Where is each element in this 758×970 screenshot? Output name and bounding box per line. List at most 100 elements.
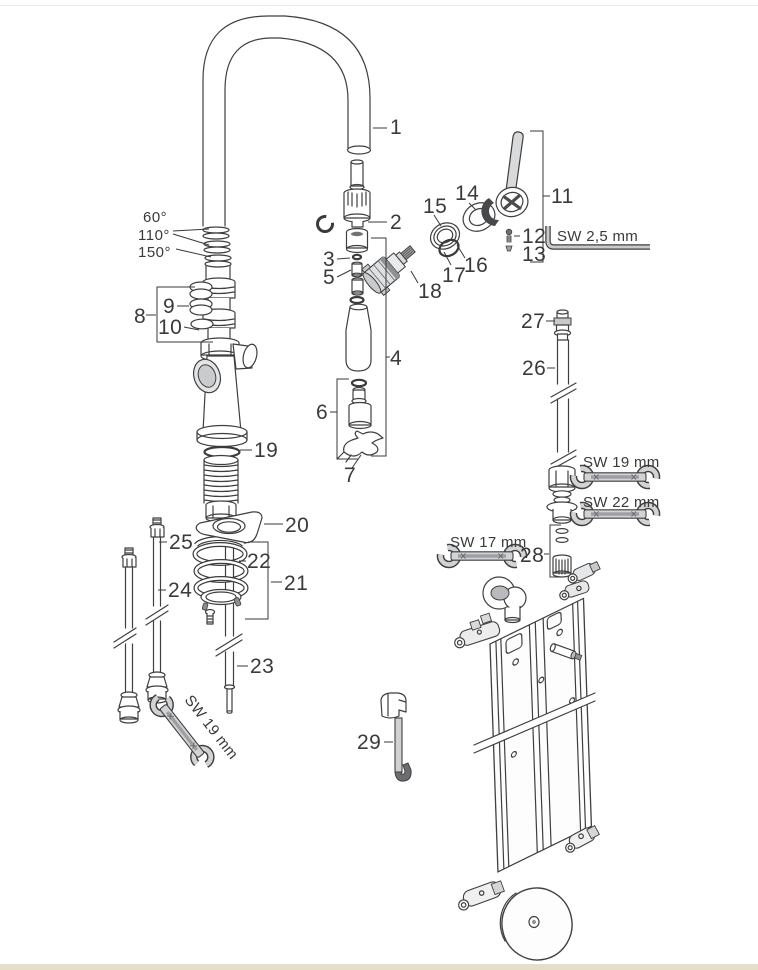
callout-15-label: 15 [423,195,447,218]
callout-3-label: 3 [323,248,335,271]
mounting-plate-group [454,576,600,961]
triangle-flange-20 [195,511,263,544]
counterweight-disc [499,887,573,961]
callout-28-label: 28 [520,544,544,567]
callout-27-label: 27 [521,310,545,333]
seal-kit-group [189,281,214,330]
base-flange [196,424,248,448]
callout-8-label: 8 [134,305,146,328]
callout-26-label: 26 [522,357,546,380]
callout-18-label: 18 [418,280,442,303]
handle-group [481,131,529,252]
mounting-tool-29 [380,692,412,782]
callout-2-label: 2 [390,211,402,234]
callout-22-label: 22 [247,550,271,573]
aerator-housing [345,227,369,254]
callout-25-label: 25 [169,531,193,554]
wrench-sw19-right-icon [573,468,656,485]
callout-labels: 1 2 3 4 5 6 7 8 9 10 11 12 13 14 15 16 1… [134,116,574,754]
angle-labels: 60° 110° 150° [138,209,171,261]
grooved-ring-17 [429,222,461,250]
clamp-screw [204,608,216,625]
washer-28b [555,536,569,543]
spout-outlet-cap [346,145,372,155]
washer [552,490,572,498]
supply-hoses-group [113,517,169,724]
handle-hub-spokes [502,193,522,211]
grub-screw-12 [505,228,513,236]
callout-29-label: 29 [357,731,381,754]
allen-key-icon [545,226,650,250]
threaded-shank [203,454,239,523]
clamp-bottom-right [565,824,600,853]
aerator-nut [343,188,371,228]
callout-9-label: 9 [163,295,175,318]
callout-11-label: 11 [551,185,574,208]
pull-rod-23 [215,544,243,714]
swivel-stop-rings [202,226,232,268]
cartridge-18 [361,245,416,296]
handle-lever [505,131,524,196]
angle-60-label: 60° [143,209,167,226]
plug-13 [505,245,513,252]
clamp-small-b [559,580,590,601]
retaining-clip [316,215,334,233]
callout-20-label: 20 [285,514,309,537]
knurled-nut-28 [552,554,572,578]
mounting-peg [549,643,583,661]
wrench-22-label: SW 22 mm [583,494,660,511]
hose-connector-27 [553,309,572,341]
callout-6-label: 6 [316,401,328,424]
seal-ring-15 [438,238,460,258]
clamp-assembly-left [454,612,501,649]
callout-4-label: 4 [390,347,402,370]
page-bottom-edge [0,964,758,970]
insert-5 [351,261,363,278]
securing-clip-7 [343,430,384,457]
callout-7-label: 7 [344,464,356,487]
hose-nut [548,465,576,493]
callout-16-label: 16 [464,254,488,277]
callout-19-label: 19 [254,439,278,462]
spring-22 [192,536,249,600]
supply-hose-25 [145,517,169,704]
angle-110-label: 110° [138,227,170,244]
clamp-small-a [567,561,601,584]
leader-lines [146,127,564,743]
tool-labels: SW 2,5 mm SW 19 mm SW 22 mm SW 17 mm SW … [181,228,660,763]
washer-28a [555,527,569,534]
o-ring-10 [190,318,214,330]
spray-hose-end [350,162,364,187]
undersink-group [192,511,263,714]
wrench-19-right-label: SW 19 mm [583,454,660,471]
angle-150-label: 150° [138,244,171,261]
cup-6 [348,401,372,430]
callout-13-label: 13 [522,243,546,266]
faucet-body [192,343,258,433]
allen-key-size-label: SW 2,5 mm [557,228,638,245]
faucet-body-assembly [192,15,372,523]
callout-23-label: 23 [250,655,274,678]
funnel-guide [482,576,527,624]
clamp-bottom-left [458,880,505,911]
spray-head-shell [345,306,372,372]
o-ring-upper [349,295,365,305]
callout-24-label: 24 [168,579,192,602]
callout-21-label: 21 [284,572,308,595]
o-ring-6 [350,378,368,388]
wrench-17-label: SW 17 mm [450,534,527,551]
gasket-ring [200,588,242,611]
outlet-hose-group [546,309,601,601]
callout-10-label: 10 [158,316,182,339]
mounting-plate [489,597,593,873]
callout-12-label: 12 [522,225,546,248]
callout-14-label: 14 [455,182,479,205]
plate-break-gap [474,693,595,753]
callout-1-label: 1 [390,116,402,139]
o-ring-3 [351,253,363,261]
supply-hose-24 [113,547,141,724]
callout-17-label: 17 [442,264,466,287]
escutcheon-crescent [481,198,499,226]
